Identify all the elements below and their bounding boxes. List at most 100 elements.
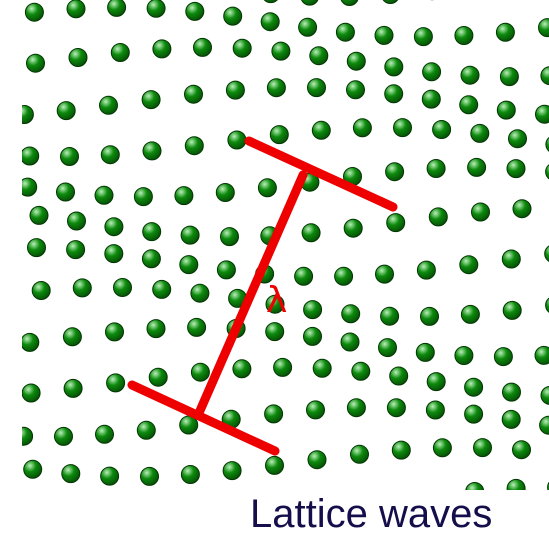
atom (68, 212, 86, 230)
atom (108, 0, 126, 16)
atom (427, 160, 445, 178)
atom (307, 401, 325, 419)
atom (67, 0, 85, 18)
atom (22, 384, 40, 402)
atom (546, 163, 549, 181)
atom (347, 81, 365, 99)
atom (57, 183, 75, 201)
atom (502, 250, 520, 268)
atom (258, 179, 276, 197)
atom (539, 19, 549, 37)
atom (465, 405, 483, 423)
atom (223, 462, 241, 480)
atom (233, 360, 251, 378)
atom (417, 261, 435, 279)
atom (274, 358, 292, 376)
atom (153, 280, 171, 298)
atom (295, 267, 313, 285)
atom (24, 460, 42, 478)
atom (376, 265, 394, 283)
atom (461, 66, 479, 84)
atom (344, 219, 362, 237)
wavelength-bar (199, 175, 303, 413)
atom (308, 451, 326, 469)
atom (142, 91, 160, 109)
atom (310, 47, 328, 65)
atom (342, 305, 360, 323)
atom (262, 0, 280, 3)
atom (503, 383, 521, 401)
atom (185, 137, 203, 155)
atom (416, 343, 434, 361)
atom (19, 178, 37, 196)
atom (426, 401, 444, 419)
atom (191, 363, 209, 381)
atom (335, 267, 353, 285)
atom (25, 3, 43, 21)
atom (392, 441, 410, 459)
atom (61, 148, 79, 166)
atom (507, 479, 525, 490)
atom (134, 188, 152, 206)
atom (114, 279, 132, 297)
atom (64, 379, 82, 397)
atom (304, 327, 322, 345)
atom (73, 279, 91, 297)
atom (137, 421, 155, 439)
atom (461, 305, 479, 323)
atom (181, 466, 199, 484)
atom (433, 121, 451, 139)
atom (30, 206, 48, 224)
atom (308, 79, 326, 97)
atom (460, 256, 478, 274)
atom (100, 96, 118, 114)
atom (228, 131, 246, 149)
atom (101, 146, 119, 164)
atom (21, 147, 39, 165)
atom (261, 13, 279, 31)
atom (95, 186, 113, 204)
atom (433, 439, 451, 457)
atom (101, 467, 119, 485)
atom (181, 226, 199, 244)
atom (186, 2, 204, 20)
atom (423, 63, 441, 81)
atom (302, 224, 320, 242)
atom (540, 416, 549, 434)
atom (147, 0, 165, 17)
atom (188, 318, 206, 336)
atom (471, 124, 489, 142)
atom (67, 241, 85, 259)
atom (394, 119, 412, 137)
atom (21, 333, 39, 351)
atom (15, 427, 33, 445)
atom (546, 296, 549, 314)
atom (96, 425, 114, 443)
atom (390, 367, 408, 385)
atom (233, 39, 251, 57)
atom (226, 81, 244, 99)
atom (507, 160, 525, 178)
atom (191, 284, 209, 302)
atom (106, 323, 124, 341)
atom (503, 301, 521, 319)
atom (387, 214, 405, 232)
atom (185, 85, 203, 103)
atom (379, 339, 397, 357)
atom (147, 320, 165, 338)
atom (304, 301, 322, 319)
atom (55, 427, 73, 445)
atom (175, 187, 193, 205)
atom (381, 307, 399, 325)
atom (28, 239, 46, 257)
atom (429, 208, 447, 226)
atom (194, 38, 212, 56)
diagram-caption: Lattice waves (250, 492, 492, 536)
atom (513, 200, 531, 218)
atom (541, 67, 549, 85)
atom (265, 405, 283, 423)
atom (386, 163, 404, 181)
atom (111, 44, 129, 62)
atom (301, 0, 319, 5)
atom (385, 85, 403, 103)
